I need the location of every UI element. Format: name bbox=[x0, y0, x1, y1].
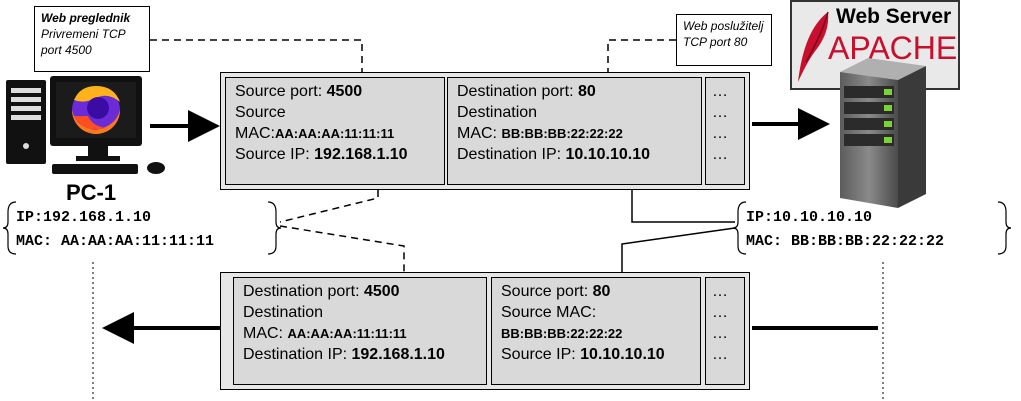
desktop-computer-icon bbox=[6, 76, 165, 174]
request-more-cell: … … … … bbox=[705, 77, 745, 185]
request-destination-cell: Destination port: 80 Destination MAC: BB… bbox=[447, 77, 702, 185]
response-more-dots-3: … bbox=[712, 325, 728, 342]
request-source-line2: Source bbox=[235, 104, 286, 121]
server-ip: IP:10.10.10.10 bbox=[746, 209, 873, 226]
response-more-dots-2: … bbox=[712, 304, 728, 321]
client-label: PC-1 bbox=[66, 180, 117, 205]
request-more-dots-2: … bbox=[712, 104, 728, 121]
brace-left-server bbox=[732, 201, 747, 255]
apache-brand: APACHE bbox=[828, 30, 958, 66]
request-destination-line2: Destination bbox=[457, 104, 538, 121]
response-destination-cell: Destination port: 4500 Destination MAC: … bbox=[233, 277, 487, 385]
response-more-dots-1: … bbox=[712, 283, 728, 300]
request-source-port: Source port: 4500 bbox=[235, 83, 363, 100]
client-mac: MAC: AA:AA:AA:11:11:11 bbox=[16, 233, 215, 250]
response-source-line2: Source MAC: bbox=[501, 304, 597, 321]
response-destination-ip: Destination IP: 192.168.1.10 bbox=[243, 346, 445, 363]
client-callout: Web preglednik Privremeni TCP port 4500 bbox=[34, 6, 150, 72]
resp-dst-leader bbox=[279, 225, 405, 290]
response-destination-line2: Destination bbox=[243, 304, 324, 321]
brace-right-client bbox=[267, 201, 282, 255]
response-source-mac: BB:BB:BB:22:22:22 bbox=[501, 326, 623, 341]
response-more-dots-4: … bbox=[712, 346, 728, 363]
dst-mac-leader bbox=[631, 190, 735, 223]
response-destination-mac: MAC: AA:AA:AA:11:11:11 bbox=[243, 325, 407, 342]
request-destination-ip: Destination IP: 10.10.10.10 bbox=[457, 146, 651, 163]
client-ip: IP:192.168.1.10 bbox=[16, 209, 152, 226]
response-destination-port: Destination port: 4500 bbox=[243, 283, 400, 300]
client-callout-line1: Privremeni TCP bbox=[41, 27, 126, 41]
request-destination-port: Destination port: 80 bbox=[457, 83, 596, 100]
src-mac-leader bbox=[279, 190, 379, 223]
brace-right-server bbox=[997, 201, 1012, 255]
request-source-cell: Source port: 4500 Source MAC:AA:AA:AA:11… bbox=[225, 77, 445, 185]
request-source-mac: MAC:AA:AA:AA:11:11:11 bbox=[235, 125, 395, 142]
server-callout-line1: Web poslužitelj bbox=[683, 19, 764, 33]
server-mac: MAC: BB:BB:BB:22:22:22 bbox=[746, 233, 945, 250]
response-source-port: Source port: 80 bbox=[501, 283, 611, 300]
response-source-ip: Source IP: 10.10.10.10 bbox=[501, 346, 665, 363]
response-source-cell: Source port: 80 Source MAC: BB:BB:BB:22:… bbox=[491, 277, 701, 385]
server-callout: Web poslužitelj TCP port 80 bbox=[676, 14, 772, 66]
client-callout-title: Web preglednik bbox=[41, 11, 131, 25]
request-more-dots-3: … bbox=[712, 125, 728, 142]
request-more-dots-1: … bbox=[712, 83, 728, 100]
response-packet: Destination port: 4500 Destination MAC: … bbox=[220, 272, 750, 390]
server-callout-line2: TCP port 80 bbox=[683, 35, 748, 49]
response-more-cell: … … … … bbox=[705, 277, 745, 385]
server-callout-leader bbox=[607, 39, 676, 86]
apache-feather-icon bbox=[798, 11, 829, 82]
firefox-icon bbox=[72, 86, 120, 134]
client-callout-line2: port 4500 bbox=[41, 43, 92, 57]
request-more-dots-4: … bbox=[712, 146, 728, 163]
request-source-ip: Source IP: 192.168.1.10 bbox=[235, 146, 408, 163]
client-callout-leader bbox=[150, 39, 363, 86]
request-destination-mac: MAC: BB:BB:BB:22:22:22 bbox=[457, 125, 623, 142]
server-tower-icon bbox=[840, 58, 926, 208]
brace-left-client bbox=[2, 201, 17, 255]
apache-title: Web Server bbox=[836, 5, 952, 28]
request-packet: Source port: 4500 Source MAC:AA:AA:AA:11… bbox=[220, 72, 750, 190]
